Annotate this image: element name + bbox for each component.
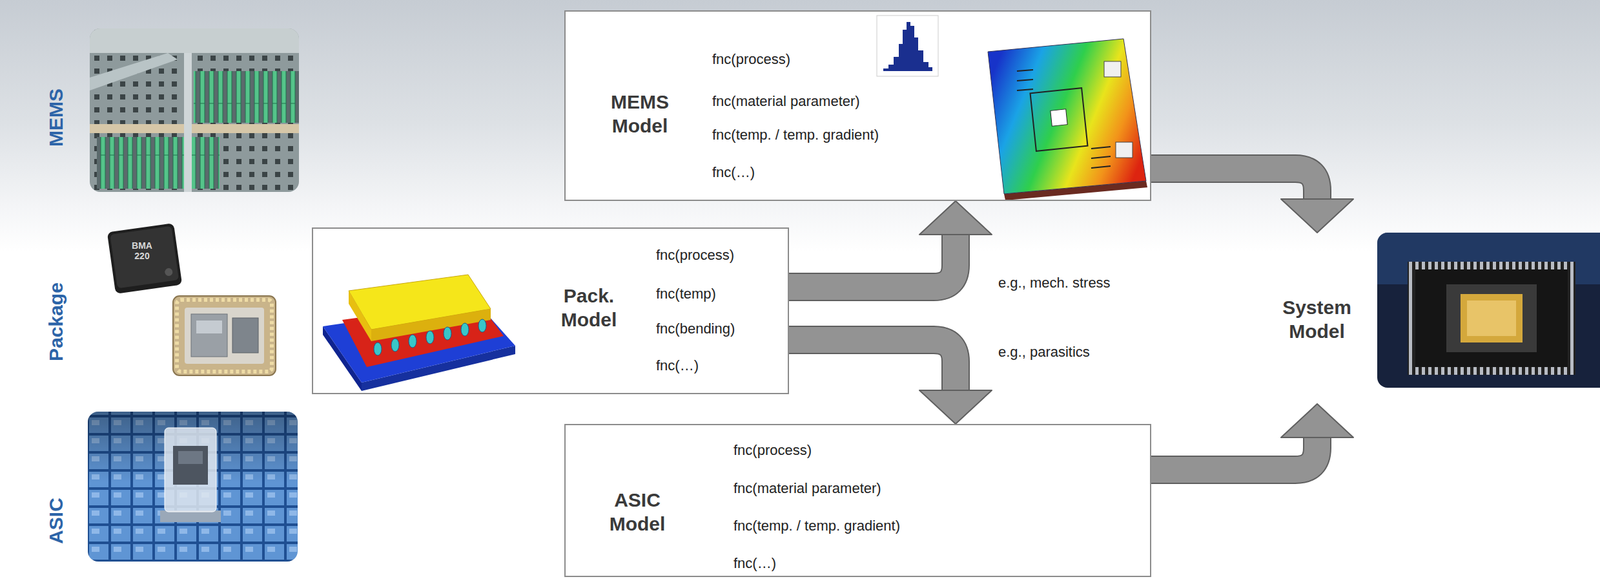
asic-photo <box>87 411 298 562</box>
arrow-body <box>1151 168 1318 199</box>
model-function: fnc(…) <box>656 357 699 374</box>
arrow-head <box>1281 403 1354 438</box>
model-function: fnc(process) <box>733 441 812 459</box>
model-function: fnc(material parameter) <box>733 479 882 497</box>
model-function: fnc(bending) <box>656 320 735 338</box>
arrow-label: e.g., mech. stress <box>998 274 1111 292</box>
model-box: Pack. Model fnc(process) fnc(temp) fnc(bend… <box>311 227 790 394</box>
box-fill <box>564 423 1152 577</box>
model-function: fnc(material parameter) <box>712 92 861 110</box>
arrow-outline <box>789 339 956 390</box>
flow-arrow <box>789 200 992 287</box>
flow-arrow <box>1151 403 1354 470</box>
arrow-body <box>789 234 956 287</box>
package-fem-plot <box>322 274 516 391</box>
sensor-package <box>107 222 183 294</box>
model-title: ASIC Model <box>588 487 686 536</box>
flow-arrow <box>1151 168 1354 233</box>
box-fill <box>564 10 1152 201</box>
model-box: MEMS Model fnc(process) fnc(material param… <box>564 10 1152 201</box>
model-function: fnc(process) <box>656 246 735 264</box>
histogram <box>876 15 939 77</box>
model-title: Pack. Model <box>540 283 638 332</box>
model-function: fnc(…) <box>733 554 777 572</box>
arrow-outline <box>789 234 956 287</box>
model-box: ASIC Model fnc(process) fnc(material param… <box>564 423 1152 577</box>
arrow-head <box>919 200 992 235</box>
arrow-label: e.g., parasitics <box>998 343 1090 361</box>
model-title: System Model <box>1260 295 1374 344</box>
model-function: fnc(temp. / temp. gradient) <box>712 126 879 144</box>
arrow-outline <box>1151 168 1318 199</box>
arrow-body <box>789 339 956 390</box>
arrow-head <box>919 389 992 424</box>
arrow-head <box>1281 198 1354 233</box>
row-label: MEMS <box>45 88 68 147</box>
mems-photo <box>89 28 299 192</box>
arrow-body <box>1151 437 1318 470</box>
system-label-box: System Model <box>1259 232 1382 404</box>
system-photo <box>1377 232 1600 388</box>
chip-marking: BMA 220 <box>125 240 159 261</box>
row-label: Package <box>45 282 68 361</box>
box-fill <box>311 227 790 394</box>
arrow-outline <box>1151 437 1318 470</box>
mems-fem-plot <box>987 38 1148 201</box>
flow-arrow <box>789 339 992 424</box>
model-function: fnc(temp) <box>656 285 717 303</box>
model-function: fnc(process) <box>712 51 791 68</box>
open-package <box>173 295 276 376</box>
model-function: fnc(temp. / temp. gradient) <box>733 517 901 534</box>
model-function: fnc(…) <box>712 164 755 181</box>
row-label: ASIC <box>45 497 68 544</box>
model-title: MEMS Model <box>591 89 689 139</box>
